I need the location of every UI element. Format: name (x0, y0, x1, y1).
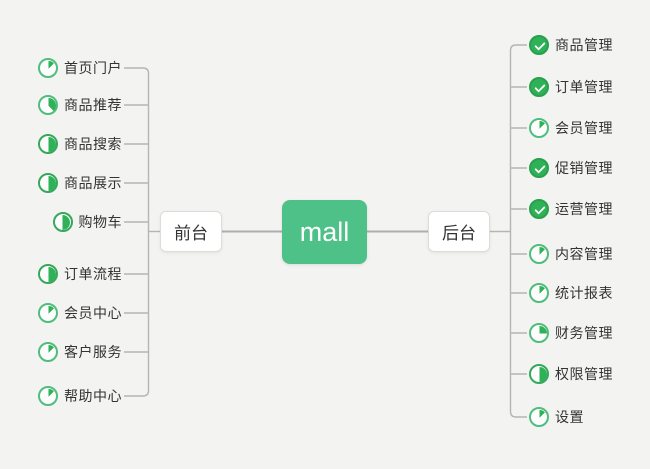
progress-pie-icon (38, 173, 58, 193)
progress-pie-icon (38, 134, 58, 154)
progress-pie-icon (38, 264, 58, 284)
check-icon (529, 77, 549, 97)
topic-label: 订单流程 (64, 266, 122, 282)
progress-pie-icon (529, 407, 549, 427)
left-spine (124, 67, 150, 397)
topic-node[interactable]: 商品搜索 (38, 134, 122, 154)
topic-node[interactable]: 促销管理 (529, 158, 613, 178)
topic-node[interactable]: 商品展示 (38, 173, 122, 193)
right-spine (509, 44, 527, 418)
root-node-mall[interactable]: mall (282, 200, 367, 264)
topic-label: 运营管理 (555, 201, 613, 217)
branch-node-label: 后台 (442, 224, 476, 243)
topic-label: 首页门户 (64, 60, 122, 76)
progress-pie-icon (529, 118, 549, 138)
progress-pie-icon (38, 58, 58, 78)
topic-label: 商品搜索 (64, 136, 122, 152)
progress-pie-icon (529, 244, 549, 264)
topic-label: 商品推荐 (64, 97, 122, 113)
progress-pie-icon (38, 342, 58, 362)
topic-node[interactable]: 帮助中心 (38, 386, 122, 406)
topic-node[interactable]: 会员中心 (38, 303, 122, 323)
branch-node-label: 前台 (174, 224, 208, 243)
topic-label: 会员管理 (555, 120, 613, 136)
topic-node[interactable]: 订单管理 (529, 77, 613, 97)
topic-label: 帮助中心 (64, 388, 122, 404)
progress-pie-icon (38, 386, 58, 406)
topic-node[interactable]: 商品管理 (529, 35, 613, 55)
topic-label: 购物车 (78, 214, 122, 230)
topic-node[interactable]: 商品推荐 (38, 95, 122, 115)
topic-label: 权限管理 (555, 366, 613, 382)
topic-node[interactable]: 运营管理 (529, 199, 613, 219)
topic-node[interactable]: 内容管理 (529, 244, 613, 264)
topic-label: 会员中心 (64, 305, 122, 321)
progress-pie-icon (52, 212, 73, 232)
topic-label: 促销管理 (555, 160, 613, 176)
topic-label: 订单管理 (555, 79, 613, 95)
check-icon (529, 158, 549, 178)
topic-label: 商品管理 (555, 37, 613, 53)
check-icon (529, 35, 549, 55)
topic-node[interactable]: 订单流程 (38, 264, 122, 284)
topic-label: 内容管理 (555, 246, 613, 262)
topic-node[interactable]: 统计报表 (529, 283, 613, 303)
topic-node[interactable]: 购物车 (52, 212, 123, 232)
topic-label: 统计报表 (555, 285, 613, 301)
progress-pie-icon (529, 364, 549, 384)
topic-label: 商品展示 (64, 175, 122, 191)
branch-node-backend[interactable]: 后台 (428, 211, 490, 252)
progress-pie-icon (38, 95, 58, 115)
topic-node[interactable]: 设置 (529, 407, 584, 427)
topic-label: 财务管理 (555, 325, 613, 341)
check-icon (529, 199, 549, 219)
progress-pie-icon (529, 283, 549, 303)
root-node-label: mall (299, 216, 350, 247)
progress-pie-icon (38, 303, 58, 323)
topic-label: 客户服务 (64, 344, 122, 360)
progress-pie-icon (529, 323, 549, 343)
topic-node[interactable]: 客户服务 (38, 342, 122, 362)
topic-node[interactable]: 会员管理 (529, 118, 613, 138)
topic-node[interactable]: 财务管理 (529, 323, 613, 343)
topic-node[interactable]: 权限管理 (529, 364, 613, 384)
topic-label: 设置 (555, 409, 584, 425)
branch-node-frontend[interactable]: 前台 (160, 211, 222, 252)
topic-node[interactable]: 首页门户 (38, 58, 122, 78)
